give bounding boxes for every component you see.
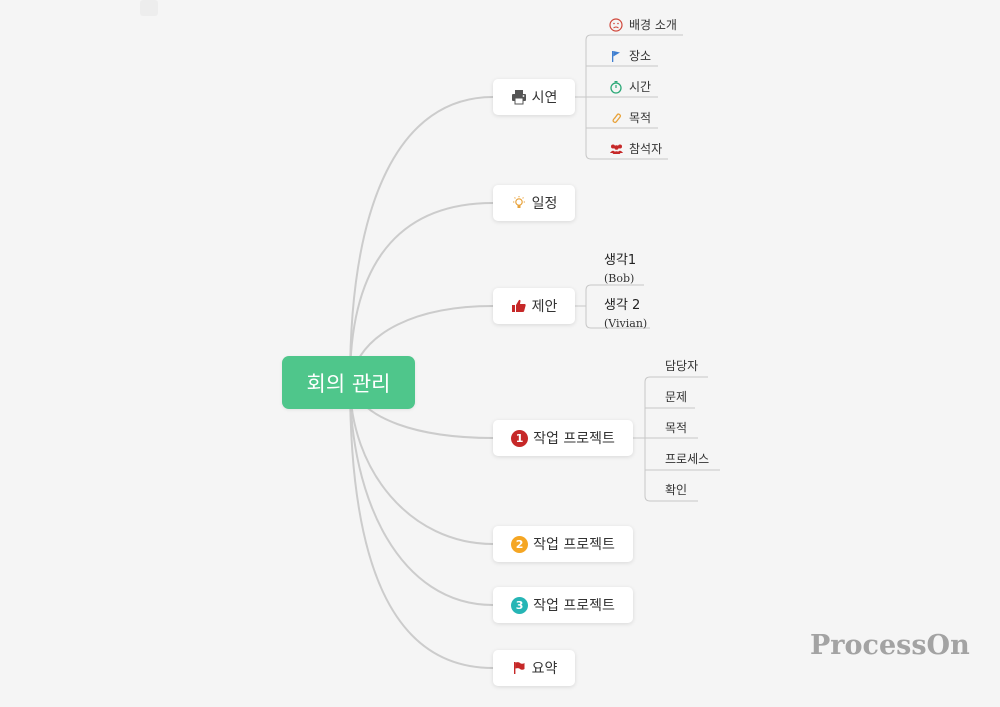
proposal-idea-1[interactable]: 생각1 (Bob) [604,249,636,285]
root-label: 회의 관리 [306,371,391,396]
proposal-idea-1-author: (Bob) [604,272,635,285]
intro-child-purpose[interactable]: 목적 [608,109,651,126]
branch-intro[interactable]: 시연 [493,79,575,115]
root-node[interactable]: 회의 관리 [282,356,415,409]
thumbs-up-icon [511,298,527,314]
project1-child-owner[interactable]: 담당자 [665,357,698,374]
proposal-idea-2-title: 생각 2 [604,298,641,313]
intro-child-time-label: 시간 [629,80,652,94]
processon-watermark: ProcessOn [810,630,970,661]
intro-child-purpose-label: 목적 [629,111,652,125]
branch-project-3[interactable]: 3 작업 프로젝트 [493,587,633,623]
red-flag-icon [511,660,527,676]
project1-child-owner-label: 담당자 [665,359,699,373]
intro-child-attendees-label: 참석자 [629,142,663,156]
branch-proposal-label: 제안 [531,299,558,315]
intro-child-background[interactable]: 배경 소개 [608,16,677,33]
project1-child-problem-label: 문제 [665,390,688,404]
project1-child-confirm-label: 확인 [665,483,688,497]
flag-icon [608,48,624,64]
branch-schedule-label: 일정 [531,196,558,212]
branch-summary-label: 요약 [531,661,558,677]
lightbulb-icon [511,195,527,211]
branch-project-3-label: 작업 프로젝트 [533,598,615,614]
project1-child-purpose-label: 목적 [665,421,688,435]
branch-project-1[interactable]: 1 작업 프로젝트 [493,420,633,456]
number-badge-2: 2 [511,535,529,553]
proposal-idea-2[interactable]: 생각 2 (Vivian) [604,294,647,330]
project1-child-confirm[interactable]: 확인 [665,481,687,498]
stopwatch-icon [608,79,624,95]
intro-child-place-label: 장소 [629,49,652,63]
proposal-idea-1-title: 생각1 [604,253,637,268]
branch-summary[interactable]: 요약 [493,650,575,686]
paperclip-icon [608,110,624,126]
number-badge-3: 3 [511,596,529,614]
intro-child-background-label: 배경 소개 [629,18,677,32]
branch-intro-label: 시연 [531,90,558,106]
branch-proposal[interactable]: 제안 [493,288,575,324]
printer-icon [511,89,527,105]
branch-project-2-label: 작업 프로젝트 [533,537,615,553]
number-badge-1: 1 [511,429,529,447]
project1-child-purpose[interactable]: 목적 [665,419,687,436]
people-icon [608,141,624,157]
proposal-idea-2-author: (Vivian) [604,317,648,330]
branch-project-1-label: 작업 프로젝트 [533,431,615,447]
project1-child-process-label: 프로세스 [665,452,710,466]
branch-project-2[interactable]: 2 작업 프로젝트 [493,526,633,562]
project1-child-problem[interactable]: 문제 [665,388,687,405]
faint-corner-mark [140,0,158,16]
intro-child-place[interactable]: 장소 [608,47,651,64]
intro-child-attendees[interactable]: 참석자 [608,140,662,157]
branch-schedule[interactable]: 일정 [493,185,575,221]
sad-face-icon [608,17,624,33]
project1-child-process[interactable]: 프로세스 [665,450,709,467]
intro-child-time[interactable]: 시간 [608,78,651,95]
